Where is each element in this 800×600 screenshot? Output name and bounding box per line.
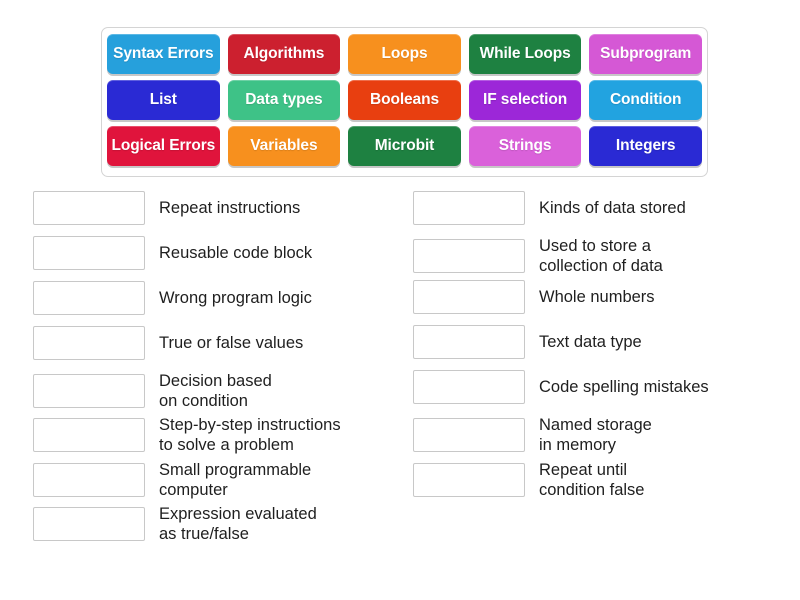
drop-target-box[interactable] — [33, 506, 145, 541]
answer-definition-label: Wrong program logic — [159, 288, 312, 307]
answer-row: Code spelling mistakes — [413, 370, 788, 405]
word-tile[interactable]: Booleans — [348, 80, 461, 120]
answer-row: Text data type — [413, 325, 788, 360]
answer-definition-label: Whole numbers — [539, 288, 655, 307]
answer-definition-label: True or false values — [159, 333, 304, 352]
word-tile[interactable]: Subprogram — [589, 34, 702, 74]
word-tile[interactable]: Microbit — [348, 126, 461, 166]
drop-target-box[interactable] — [33, 462, 145, 497]
drop-target-box[interactable] — [33, 418, 145, 453]
answer-definition-label: Kinds of data stored — [539, 198, 686, 217]
word-tile[interactable]: Variables — [227, 126, 341, 166]
answer-definition-label: Expression evaluated as true/false — [159, 504, 317, 543]
word-tile[interactable]: Strings — [468, 126, 582, 166]
answer-definition-label: Repeat instructions — [159, 198, 301, 217]
answer-definition-label: Named storage in memory — [539, 416, 652, 455]
answer-row: Step-by-step instructions to solve a pro… — [33, 415, 408, 455]
drop-target-box[interactable] — [413, 370, 525, 405]
answer-definition-label: Decision based on condition — [159, 372, 272, 411]
answer-row: Reusable code block — [33, 236, 408, 270]
answer-row: Expression evaluated as true/false — [33, 504, 408, 544]
drop-target-box[interactable] — [33, 326, 145, 360]
answer-row: Named storage in memory — [413, 415, 788, 455]
drop-target-box[interactable] — [413, 418, 525, 453]
answer-definition-label: Text data type — [539, 333, 642, 352]
answer-row: True or false values — [33, 326, 408, 360]
word-tile[interactable]: Data types — [227, 80, 341, 120]
drop-target-box[interactable] — [33, 281, 145, 315]
word-tile[interactable]: Logical Errors — [107, 126, 220, 166]
answer-definition-label: Small programmable computer — [159, 460, 312, 499]
answer-row: Decision based on condition — [33, 371, 408, 411]
answer-row: Kinds of data stored — [413, 191, 788, 225]
answer-row: Repeat instructions — [33, 191, 408, 225]
word-tile[interactable]: Algorithms — [227, 34, 341, 74]
word-tile[interactable]: While Loops — [468, 34, 582, 74]
word-tile[interactable]: IF selection — [468, 80, 582, 120]
answer-definition-label: Step-by-step instructions to solve a pro… — [159, 416, 341, 455]
answer-row: Wrong program logic — [33, 281, 408, 315]
word-tile[interactable]: Loops — [348, 34, 461, 74]
drop-target-box[interactable] — [413, 280, 525, 315]
drop-target-box[interactable] — [413, 239, 525, 274]
answer-row: Repeat until condition false — [413, 460, 788, 500]
word-tile[interactable]: Condition — [589, 80, 702, 120]
drop-target-box[interactable] — [33, 236, 145, 270]
answer-definition-label: Reusable code block — [159, 243, 313, 262]
answer-row: Used to store a collection of data — [413, 236, 788, 276]
answer-definition-label: Code spelling mistakes — [539, 378, 709, 397]
drop-target-box[interactable] — [413, 325, 525, 360]
answer-row: Whole numbers — [413, 280, 788, 315]
drop-target-box[interactable] — [33, 374, 145, 409]
word-tile[interactable]: Integers — [589, 126, 702, 166]
answer-definition-label: Used to store a collection of data — [539, 237, 663, 276]
answer-definition-label: Repeat until condition false — [539, 460, 645, 499]
word-tile[interactable]: Syntax Errors — [107, 34, 220, 74]
drop-target-box[interactable] — [413, 462, 525, 497]
answer-row: Small programmable computer — [33, 460, 408, 500]
word-tile[interactable]: List — [107, 80, 220, 120]
drop-target-box[interactable] — [33, 191, 145, 225]
drop-target-box[interactable] — [413, 191, 525, 225]
